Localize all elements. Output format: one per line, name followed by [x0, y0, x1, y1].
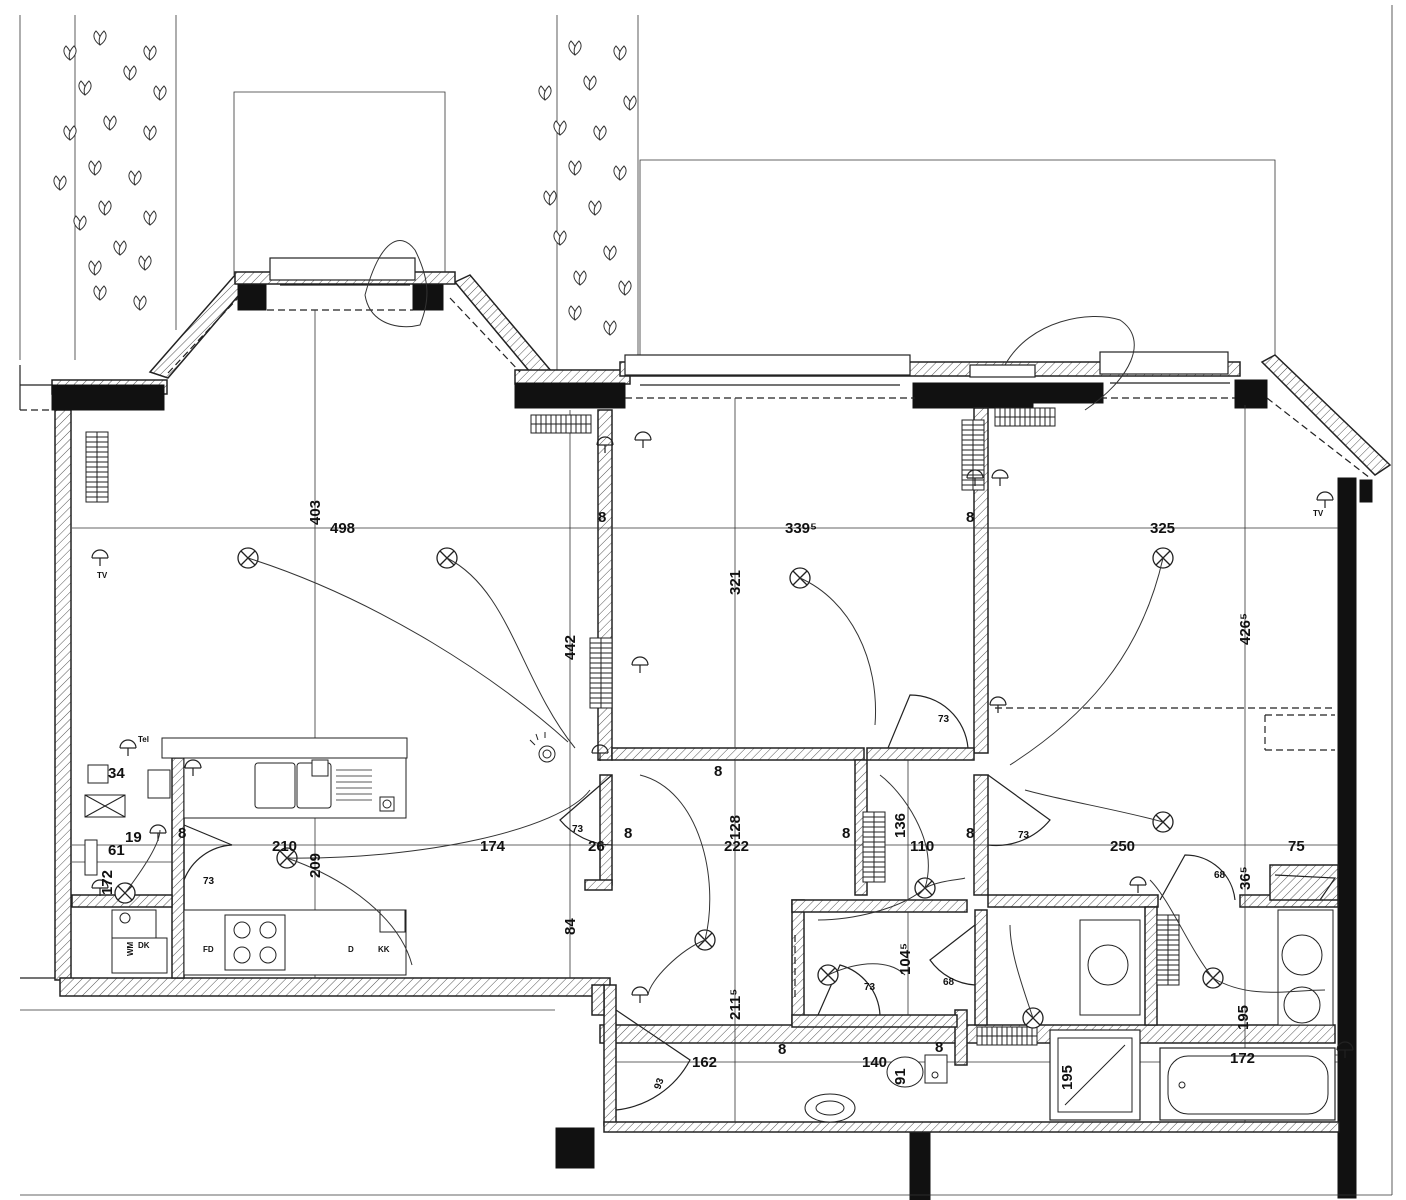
dim-174: 174	[480, 838, 506, 855]
dim-172: 172	[99, 870, 116, 895]
dim-75: 75	[1288, 838, 1305, 855]
doorbell-icon	[529, 732, 556, 763]
shower-icon	[1049, 1029, 1141, 1121]
tv-label: TV	[1313, 509, 1324, 518]
wires	[124, 240, 1326, 1019]
dim-1045: 104⁵	[897, 943, 914, 975]
dim-172: 172	[1230, 1050, 1255, 1067]
dim-110: 110	[910, 838, 934, 855]
appliance-boxes	[84, 764, 406, 974]
stove-icon	[224, 914, 286, 971]
bathtub-icon	[1159, 1047, 1336, 1121]
dim-73: 73	[203, 876, 215, 887]
tv-label: TV	[97, 571, 108, 580]
sink-icon	[254, 759, 372, 809]
dim-4265: 426⁵	[1237, 613, 1254, 645]
plant-icon	[538, 15, 639, 370]
dim-8: 8	[598, 509, 606, 526]
dim-8: 8	[966, 825, 974, 842]
toilet-icon	[886, 1054, 948, 1088]
dim-442: 442	[562, 635, 579, 660]
dim-61: 61	[108, 842, 125, 859]
d-label: D	[348, 945, 354, 954]
dim-68: 68	[943, 977, 955, 988]
dim-93: 93	[652, 1076, 666, 1091]
dim-84: 84	[562, 918, 579, 935]
dim-8: 8	[178, 825, 186, 842]
dim-222: 222	[724, 838, 749, 855]
doors	[183, 694, 1337, 1111]
dim-26: 26	[588, 838, 605, 855]
dim-19: 19	[125, 829, 142, 846]
dim-8: 8	[842, 825, 850, 842]
dim-2115: 211⁵	[727, 989, 744, 1020]
dim-210: 210	[272, 838, 297, 855]
dim-73: 73	[572, 824, 584, 835]
dim-498: 498	[330, 520, 355, 537]
dim-8: 8	[778, 1041, 786, 1058]
dimension-labels: 498 403 8 339⁵ 8 325 321 442 426⁵ 73 34 …	[99, 500, 1305, 1091]
dim-68: 68	[1214, 870, 1226, 881]
dim-321: 321	[727, 570, 744, 595]
terrace-outline	[19, 5, 1393, 1195]
dim-209: 209	[307, 853, 324, 878]
dim-73: 73	[1018, 830, 1030, 841]
dim-73: 73	[938, 714, 950, 725]
dim-34: 34	[108, 765, 125, 782]
dim-8: 8	[714, 763, 722, 780]
dim-403: 403	[307, 500, 324, 525]
interior-walls	[71, 407, 1340, 1133]
dashed-lines	[20, 297, 1371, 1000]
dim-8: 8	[624, 825, 632, 842]
dim-195: 195	[1235, 1005, 1252, 1030]
dim-140: 140	[862, 1054, 887, 1071]
plant-icon	[53, 15, 177, 360]
dim-195: 195	[1059, 1065, 1076, 1090]
dim-325: 325	[1150, 520, 1175, 537]
dim-73: 73	[864, 982, 876, 993]
wm-label: WM	[126, 941, 135, 956]
kk-label: KK	[378, 945, 390, 954]
dim-3395: 339⁵	[785, 520, 817, 537]
dim-91: 91	[892, 1068, 909, 1085]
dim-8: 8	[935, 1039, 943, 1056]
tel-label: Tel	[138, 735, 149, 744]
dim-8: 8	[966, 509, 974, 526]
dim-128: 128	[727, 815, 744, 840]
dim-162: 162	[692, 1054, 717, 1071]
dim-365: 36⁵	[1237, 866, 1254, 890]
dim-250: 250	[1110, 838, 1135, 855]
dk-label: DK	[138, 941, 150, 950]
device-labels: TV TV Tel WM DK FD D KK	[97, 509, 1324, 956]
washbasin-icon	[804, 909, 1334, 1123]
fd-label: FD	[203, 945, 214, 954]
dim-136: 136	[892, 813, 909, 838]
